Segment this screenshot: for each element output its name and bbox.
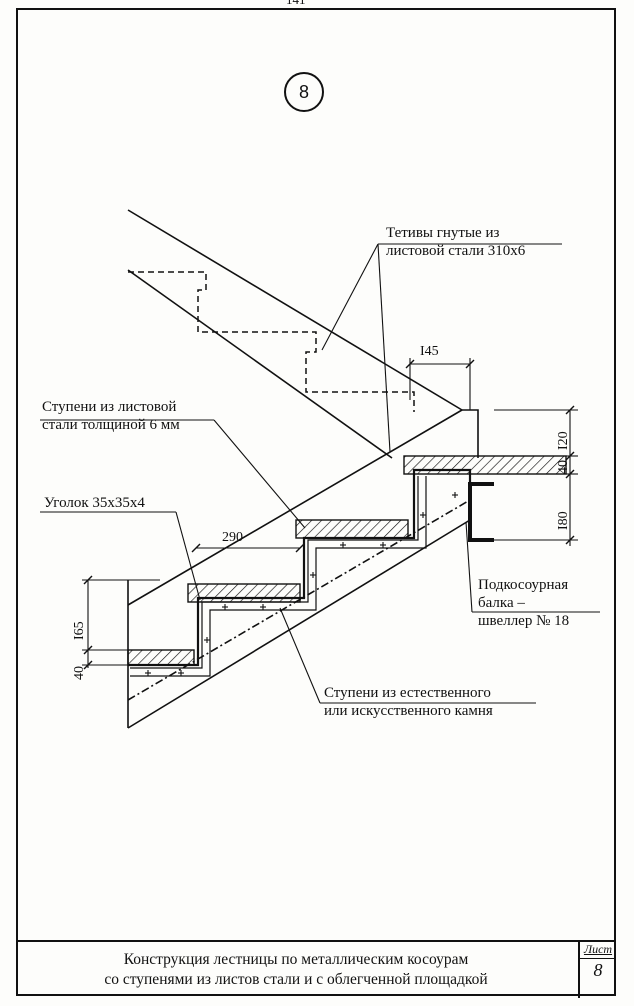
- sheet-number: 8: [593, 960, 603, 980]
- hidden-step-outline: [128, 271, 415, 412]
- stone-steps: [127, 455, 567, 666]
- dim-120: I20: [556, 431, 571, 450]
- page-number: 141: [286, 0, 306, 8]
- title-text: Конструкция лестницы по металлическим ко…: [16, 950, 576, 990]
- detail-number-marker: 8: [284, 72, 324, 112]
- upper-stringer: [127, 209, 463, 459]
- sheet-label: Лист: [580, 942, 616, 959]
- dim-40-bottom: 40: [72, 666, 87, 680]
- label-channel-line1: Подкосоурная: [478, 577, 569, 593]
- label-angle: Уголок 35х35х4: [44, 495, 145, 511]
- mortar-marks: [145, 492, 458, 676]
- label-stone-steps: Ступени из естественного или искусственн…: [324, 684, 493, 720]
- steel-step-plate: [128, 468, 472, 667]
- label-channel: Подкосоурная балка – швеллер № 18: [478, 576, 569, 630]
- dim-165: I65: [72, 621, 87, 640]
- label-channel-line3: швеллер № 18: [478, 613, 570, 629]
- dimension-lines: [82, 358, 578, 668]
- label-stone-steps-line1: Ступени из естественного: [324, 685, 491, 701]
- title-line1: Конструкция лестницы по металлическим ко…: [123, 951, 469, 968]
- dim-40-top: 40: [556, 460, 571, 474]
- title-line2: со ступенями из листов стали и с облегче…: [104, 971, 488, 988]
- label-steel-steps-line1: Ступени из листовой: [42, 399, 177, 415]
- label-stone-steps-line2: или искусственного камня: [324, 703, 493, 719]
- label-stringers-line1: Тетивы гнутые из: [386, 225, 500, 241]
- dimension-ticks: [83, 359, 575, 670]
- sheet-cell: Лист 8: [578, 942, 616, 998]
- dim-290: 290: [222, 530, 243, 545]
- leader-lines: [40, 243, 600, 704]
- title-block: Конструкция лестницы по металлическим ко…: [16, 940, 616, 998]
- channel-beam: [468, 482, 494, 542]
- mortar-bed: [130, 476, 427, 677]
- label-steel-steps: Ступени из листовой стали толщиной 6 мм: [42, 398, 180, 434]
- label-channel-line2: балка –: [478, 595, 525, 611]
- label-stringers-line2: листовой стали 310х6: [386, 243, 526, 259]
- label-stringers: Тетивы гнутые из листовой стали 310х6: [386, 224, 525, 260]
- landing-edge: [462, 409, 479, 458]
- dim-180: I80: [556, 511, 571, 530]
- label-steel-steps-line2: стали толщиной 6 мм: [42, 417, 180, 433]
- drawing-frame: [16, 8, 616, 996]
- dim-145: I45: [420, 344, 439, 359]
